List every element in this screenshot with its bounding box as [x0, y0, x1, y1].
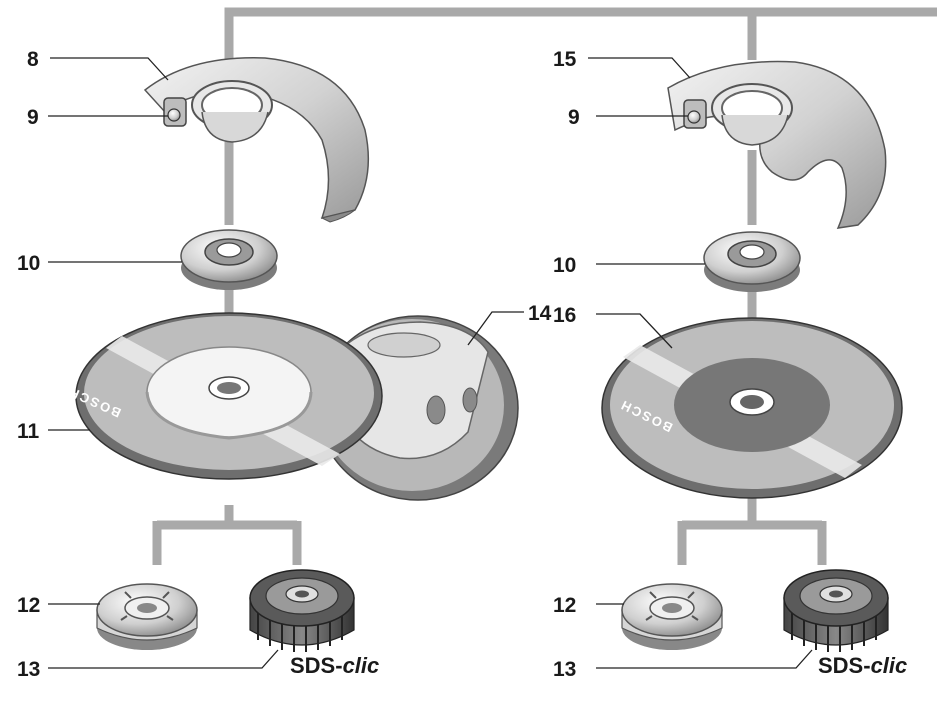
callout-12-right: 12 [553, 594, 576, 617]
connector-lines [152, 7, 937, 565]
sds-clic-label-right: SDS-clic [818, 653, 907, 678]
clamping-nut-right [621, 583, 723, 650]
callout-16: 16 [553, 304, 576, 327]
callout-labels: 8 9 10 11 12 13 14 15 9 10 16 12 13 [17, 48, 580, 681]
callout-10-left: 10 [17, 252, 40, 275]
diamond-cutting-disc [317, 315, 519, 501]
right-axis-3 [677, 498, 827, 565]
protective-guard-grinding [667, 60, 887, 229]
callout-15: 15 [553, 48, 577, 71]
sds-prefix: SDS- [818, 653, 871, 678]
callout-8: 8 [27, 48, 39, 71]
callout-14: 14 [528, 302, 552, 325]
quick-clamping-nut-right [783, 569, 889, 652]
callout-13-right: 13 [553, 658, 576, 681]
sds-prefix: SDS- [290, 653, 343, 678]
clamp-screw-icon [167, 108, 181, 122]
svg-text:SDS-clic: SDS-clic [818, 653, 907, 678]
quick-clamping-nut-left [249, 569, 355, 652]
sds-suffix: clic [343, 653, 380, 678]
mounting-flange-right [703, 231, 801, 292]
grinding-disc: BOSCH [601, 317, 903, 499]
callout-12-left: 12 [17, 594, 40, 617]
mounting-flange-left [180, 229, 278, 290]
sds-clic-label-left: SDS-clic [290, 653, 379, 678]
leader-lines [48, 57, 813, 669]
protective-guard-cutting [143, 57, 370, 223]
callout-13-left: 13 [17, 658, 40, 681]
sds-suffix: clic [871, 653, 908, 678]
left-axis-3 [152, 505, 302, 565]
callout-9-left: 9 [27, 106, 39, 129]
top-connector [224, 7, 937, 60]
svg-text:SDS-clic: SDS-clic [290, 653, 379, 678]
clamping-nut-left [96, 583, 198, 650]
clamp-screw-icon [687, 110, 701, 124]
callout-9-right: 9 [568, 106, 580, 129]
cutting-disc: BOSCH [65, 312, 383, 480]
callout-10-right: 10 [553, 254, 576, 277]
callout-11: 11 [17, 420, 40, 443]
